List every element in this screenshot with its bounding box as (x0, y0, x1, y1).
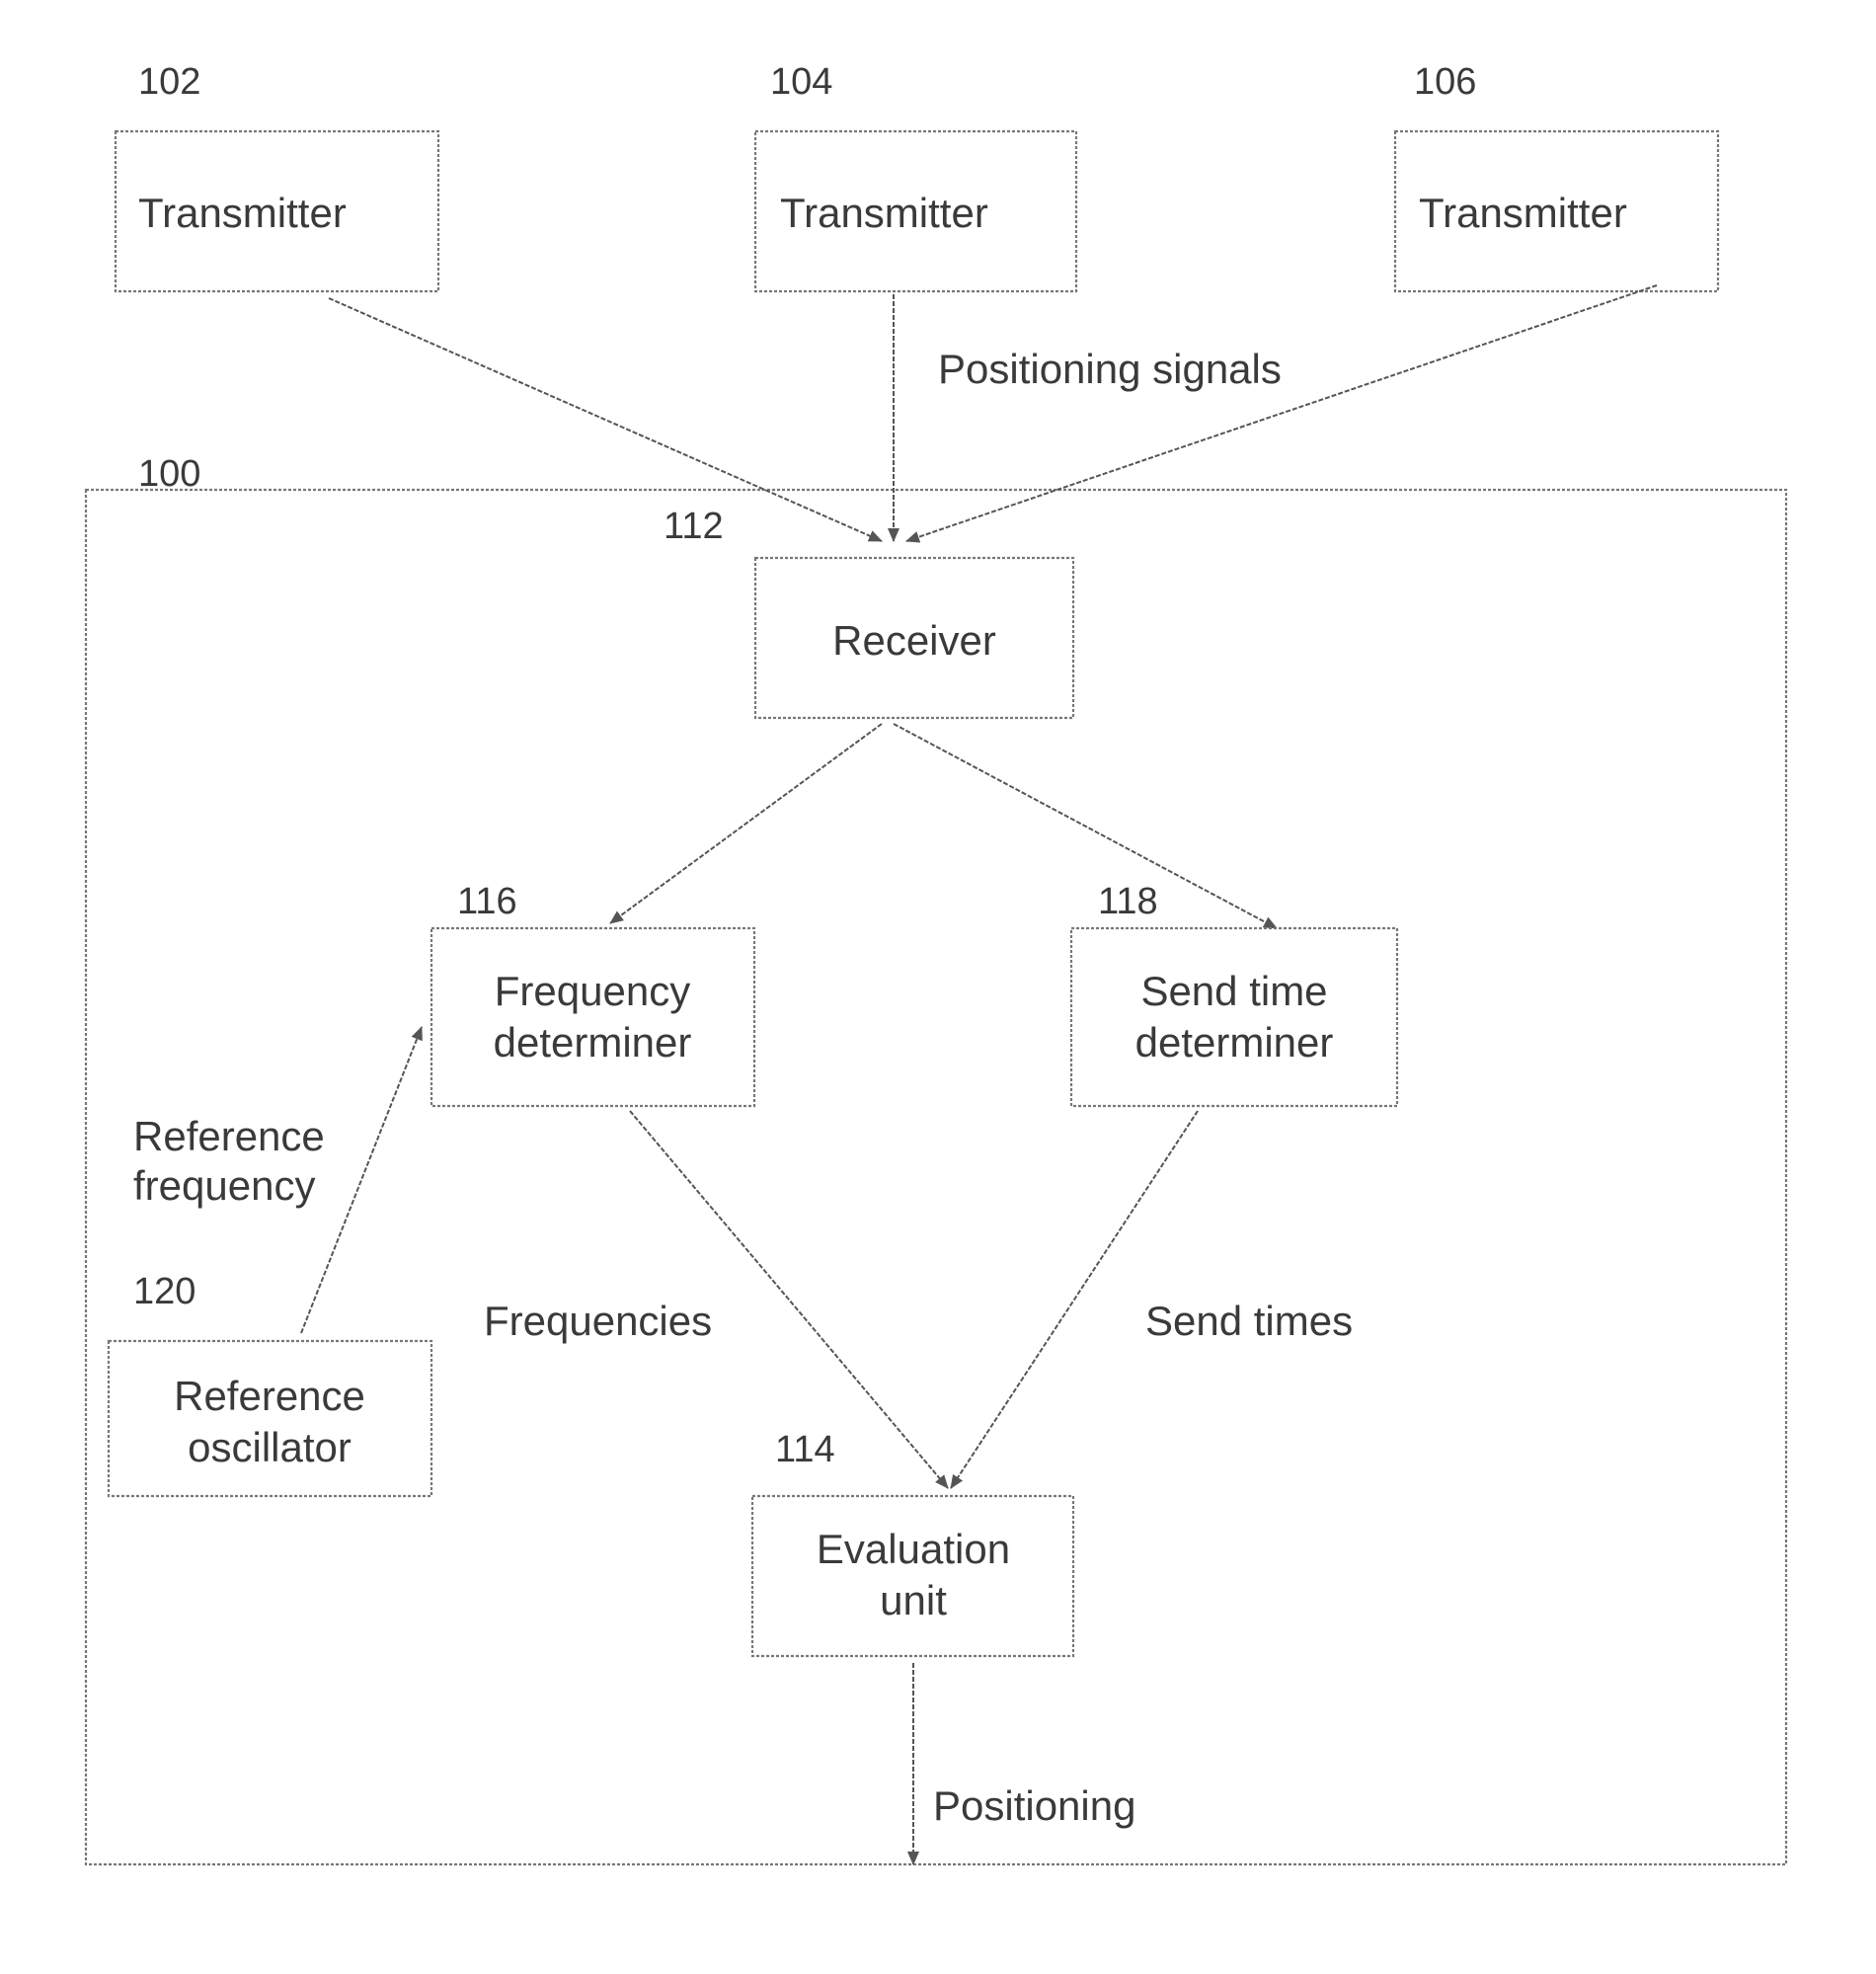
send-time-determiner-label-line2: determiner (1135, 1019, 1334, 1066)
reference-oscillator-label-line2: oscillator (188, 1424, 352, 1470)
evaluation-unit-ref: 114 (775, 1429, 835, 1470)
frequencies-label: Frequencies (484, 1298, 712, 1344)
evaluation-unit-label-line1: Evaluation (817, 1526, 1010, 1572)
arrow-reference-oscillator-to-frequency-determiner (301, 1027, 422, 1333)
transmitter-102-ref: 102 (138, 61, 200, 103)
frequency-determiner-label-line2: determiner (494, 1019, 692, 1066)
send-time-determiner-label-line1: Send time (1140, 968, 1327, 1014)
send-time-determiner-ref: 118 (1098, 881, 1158, 922)
transmitter-104-label: Transmitter (780, 190, 988, 236)
evaluation-unit-label-line2: unit (880, 1577, 947, 1623)
system-ref: 100 (138, 453, 200, 495)
reference-frequency-label-line1: Reference (133, 1113, 325, 1159)
receiver-label: Receiver (832, 617, 996, 664)
frequency-determiner-ref: 116 (457, 881, 517, 922)
evaluation-unit-box (752, 1496, 1073, 1656)
transmitter-106-ref: 106 (1414, 61, 1476, 103)
transmitter-102-label: Transmitter (138, 190, 347, 236)
reference-oscillator-ref: 120 (133, 1271, 195, 1312)
reference-frequency-label-line2: frequency (133, 1162, 315, 1209)
frequency-determiner-box (431, 928, 754, 1106)
arrow-transmitter-102-to-receiver (329, 298, 882, 541)
transmitter-104-ref: 104 (770, 61, 832, 103)
send-times-label: Send times (1145, 1298, 1353, 1344)
positioning-label: Positioning (933, 1782, 1135, 1829)
arrow-receiver-to-send-time-determiner (894, 724, 1277, 928)
frequency-determiner-label-line1: Frequency (495, 968, 690, 1014)
arrow-transmitter-106-to-receiver (906, 285, 1657, 541)
receiver-ref: 112 (664, 506, 724, 547)
send-time-determiner-box (1071, 928, 1397, 1106)
positioning-signals-label: Positioning signals (938, 346, 1282, 392)
reference-oscillator-label-line1: Reference (174, 1373, 365, 1419)
transmitter-106-label: Transmitter (1419, 190, 1627, 236)
arrow-receiver-to-frequency-determiner (610, 724, 882, 923)
